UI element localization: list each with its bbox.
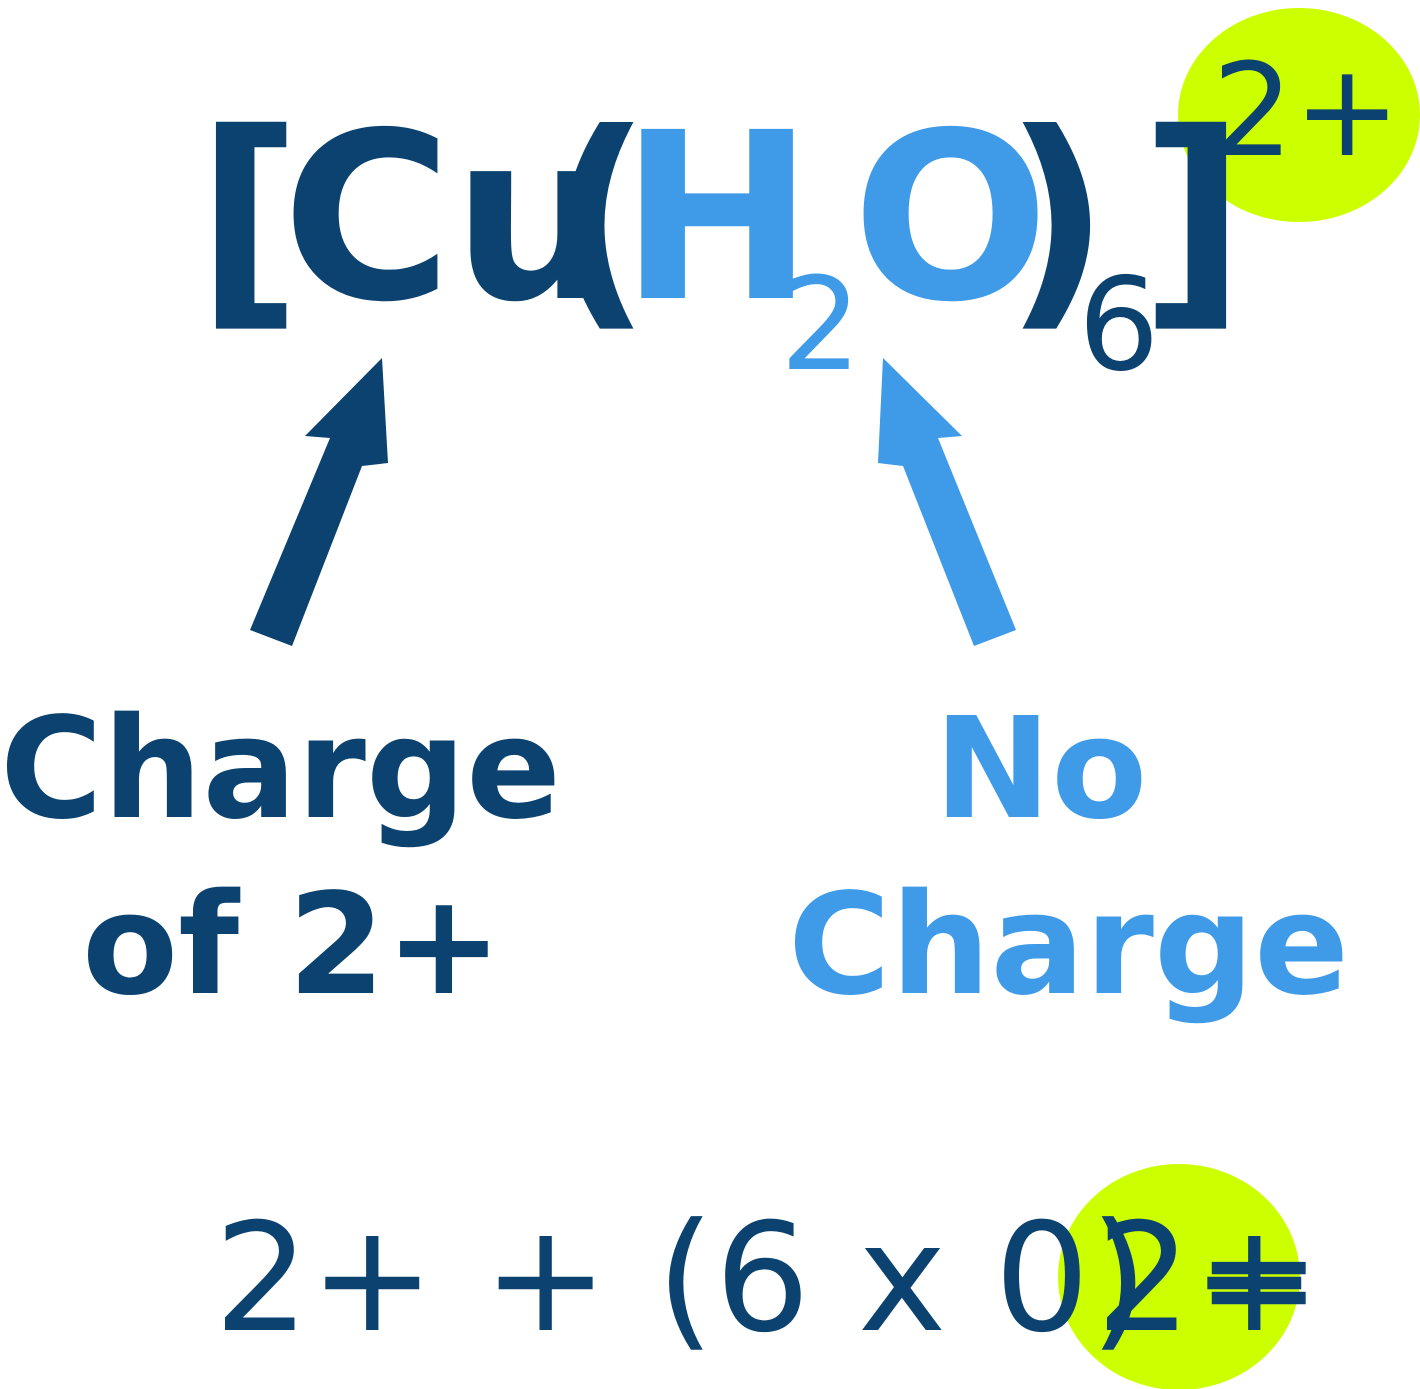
ligand-count-subscript: 6 [1078,251,1160,400]
ligand-charge-label-line2: Charge [788,864,1350,1027]
close-bracket: ] [1140,83,1247,353]
ligand-close-paren: ) [1004,83,1111,353]
metal-arrow-icon [250,358,388,646]
equation-left: 2+ + (6 x 0) = [214,1192,1322,1366]
metal-charge-label-line1: Charge [0,688,562,851]
metal-charge-label-line2: of 2+ [82,864,503,1027]
ligand-charge-label-line1: No [934,688,1148,851]
open-bracket: [ [196,83,303,353]
result-highlight [1058,1164,1300,1389]
ligand-subscript: 2 [780,251,862,400]
equation-result: 2+ [1096,1192,1318,1366]
charge-highlight [1178,8,1420,222]
ligand-arrow-icon [878,358,1016,646]
ligand-open-paren: ( [546,83,653,353]
ligand-hydrogen: H [620,83,815,353]
ligand-oxygen: O [852,83,1050,353]
complex-charge: 2+ [1212,37,1401,186]
metal-symbol: Cu [282,83,618,353]
